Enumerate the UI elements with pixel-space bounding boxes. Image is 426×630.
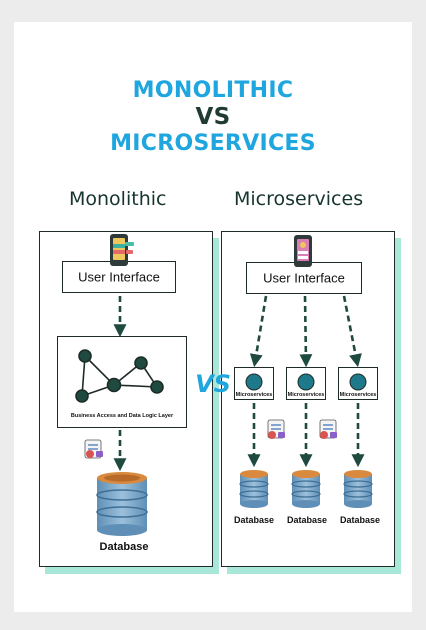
title-line-3: MICROSERVICES xyxy=(110,131,316,156)
monolithic-db-label: Database xyxy=(99,541,149,553)
microservice-label-3: Microservices xyxy=(339,392,377,398)
monolithic-ui-box: User Interface xyxy=(62,261,176,293)
ms-arrow-ui-to-2 xyxy=(299,295,313,368)
microservices-ui-label: User Interface xyxy=(263,270,345,286)
microservice-node-icon-2 xyxy=(297,373,315,391)
monolithic-logic-label: Business Access and Data Logic Layer xyxy=(70,413,174,419)
microservices-ui-box: User Interface xyxy=(246,262,362,294)
microservice-label-1: Microservices xyxy=(235,392,273,398)
monolithic-ui-label: User Interface xyxy=(78,269,160,285)
monolithic-database-icon xyxy=(96,472,148,536)
ms-arrow-ui-to-3 xyxy=(342,295,362,368)
microservice-node-icon-3 xyxy=(349,373,367,391)
monolithic-logic-box: Business Access and Data Logic Layer xyxy=(57,336,187,428)
ms-database-icon-3 xyxy=(343,470,373,508)
microservice-db-label-3: Database xyxy=(339,515,381,525)
microservice-node-icon-1 xyxy=(245,373,263,391)
monolithic-phone-icon xyxy=(110,234,134,266)
ms-arrow-ui-to-1 xyxy=(249,295,268,368)
network-graph-icon xyxy=(75,349,164,403)
center-vs-badge: VS xyxy=(195,370,231,398)
security-document-icon xyxy=(84,439,103,459)
ms-security-document-icon-2 xyxy=(319,419,337,439)
microservices-phone-icon xyxy=(294,235,312,267)
microservice-label-2: Microservices xyxy=(287,392,325,398)
microservice-db-label-2: Database xyxy=(286,515,328,525)
ms-security-document-icon-1 xyxy=(267,419,285,439)
ms-database-icon-1 xyxy=(239,470,269,508)
microservice-db-label-1: Database xyxy=(233,515,275,525)
monolithic-heading: Monolithic xyxy=(69,188,167,210)
microservices-heading: Microservices xyxy=(234,188,364,210)
ms-database-icon-2 xyxy=(291,470,321,508)
title-line-2: VS xyxy=(195,104,231,130)
title-line-1: MONOLITHIC xyxy=(132,78,294,103)
